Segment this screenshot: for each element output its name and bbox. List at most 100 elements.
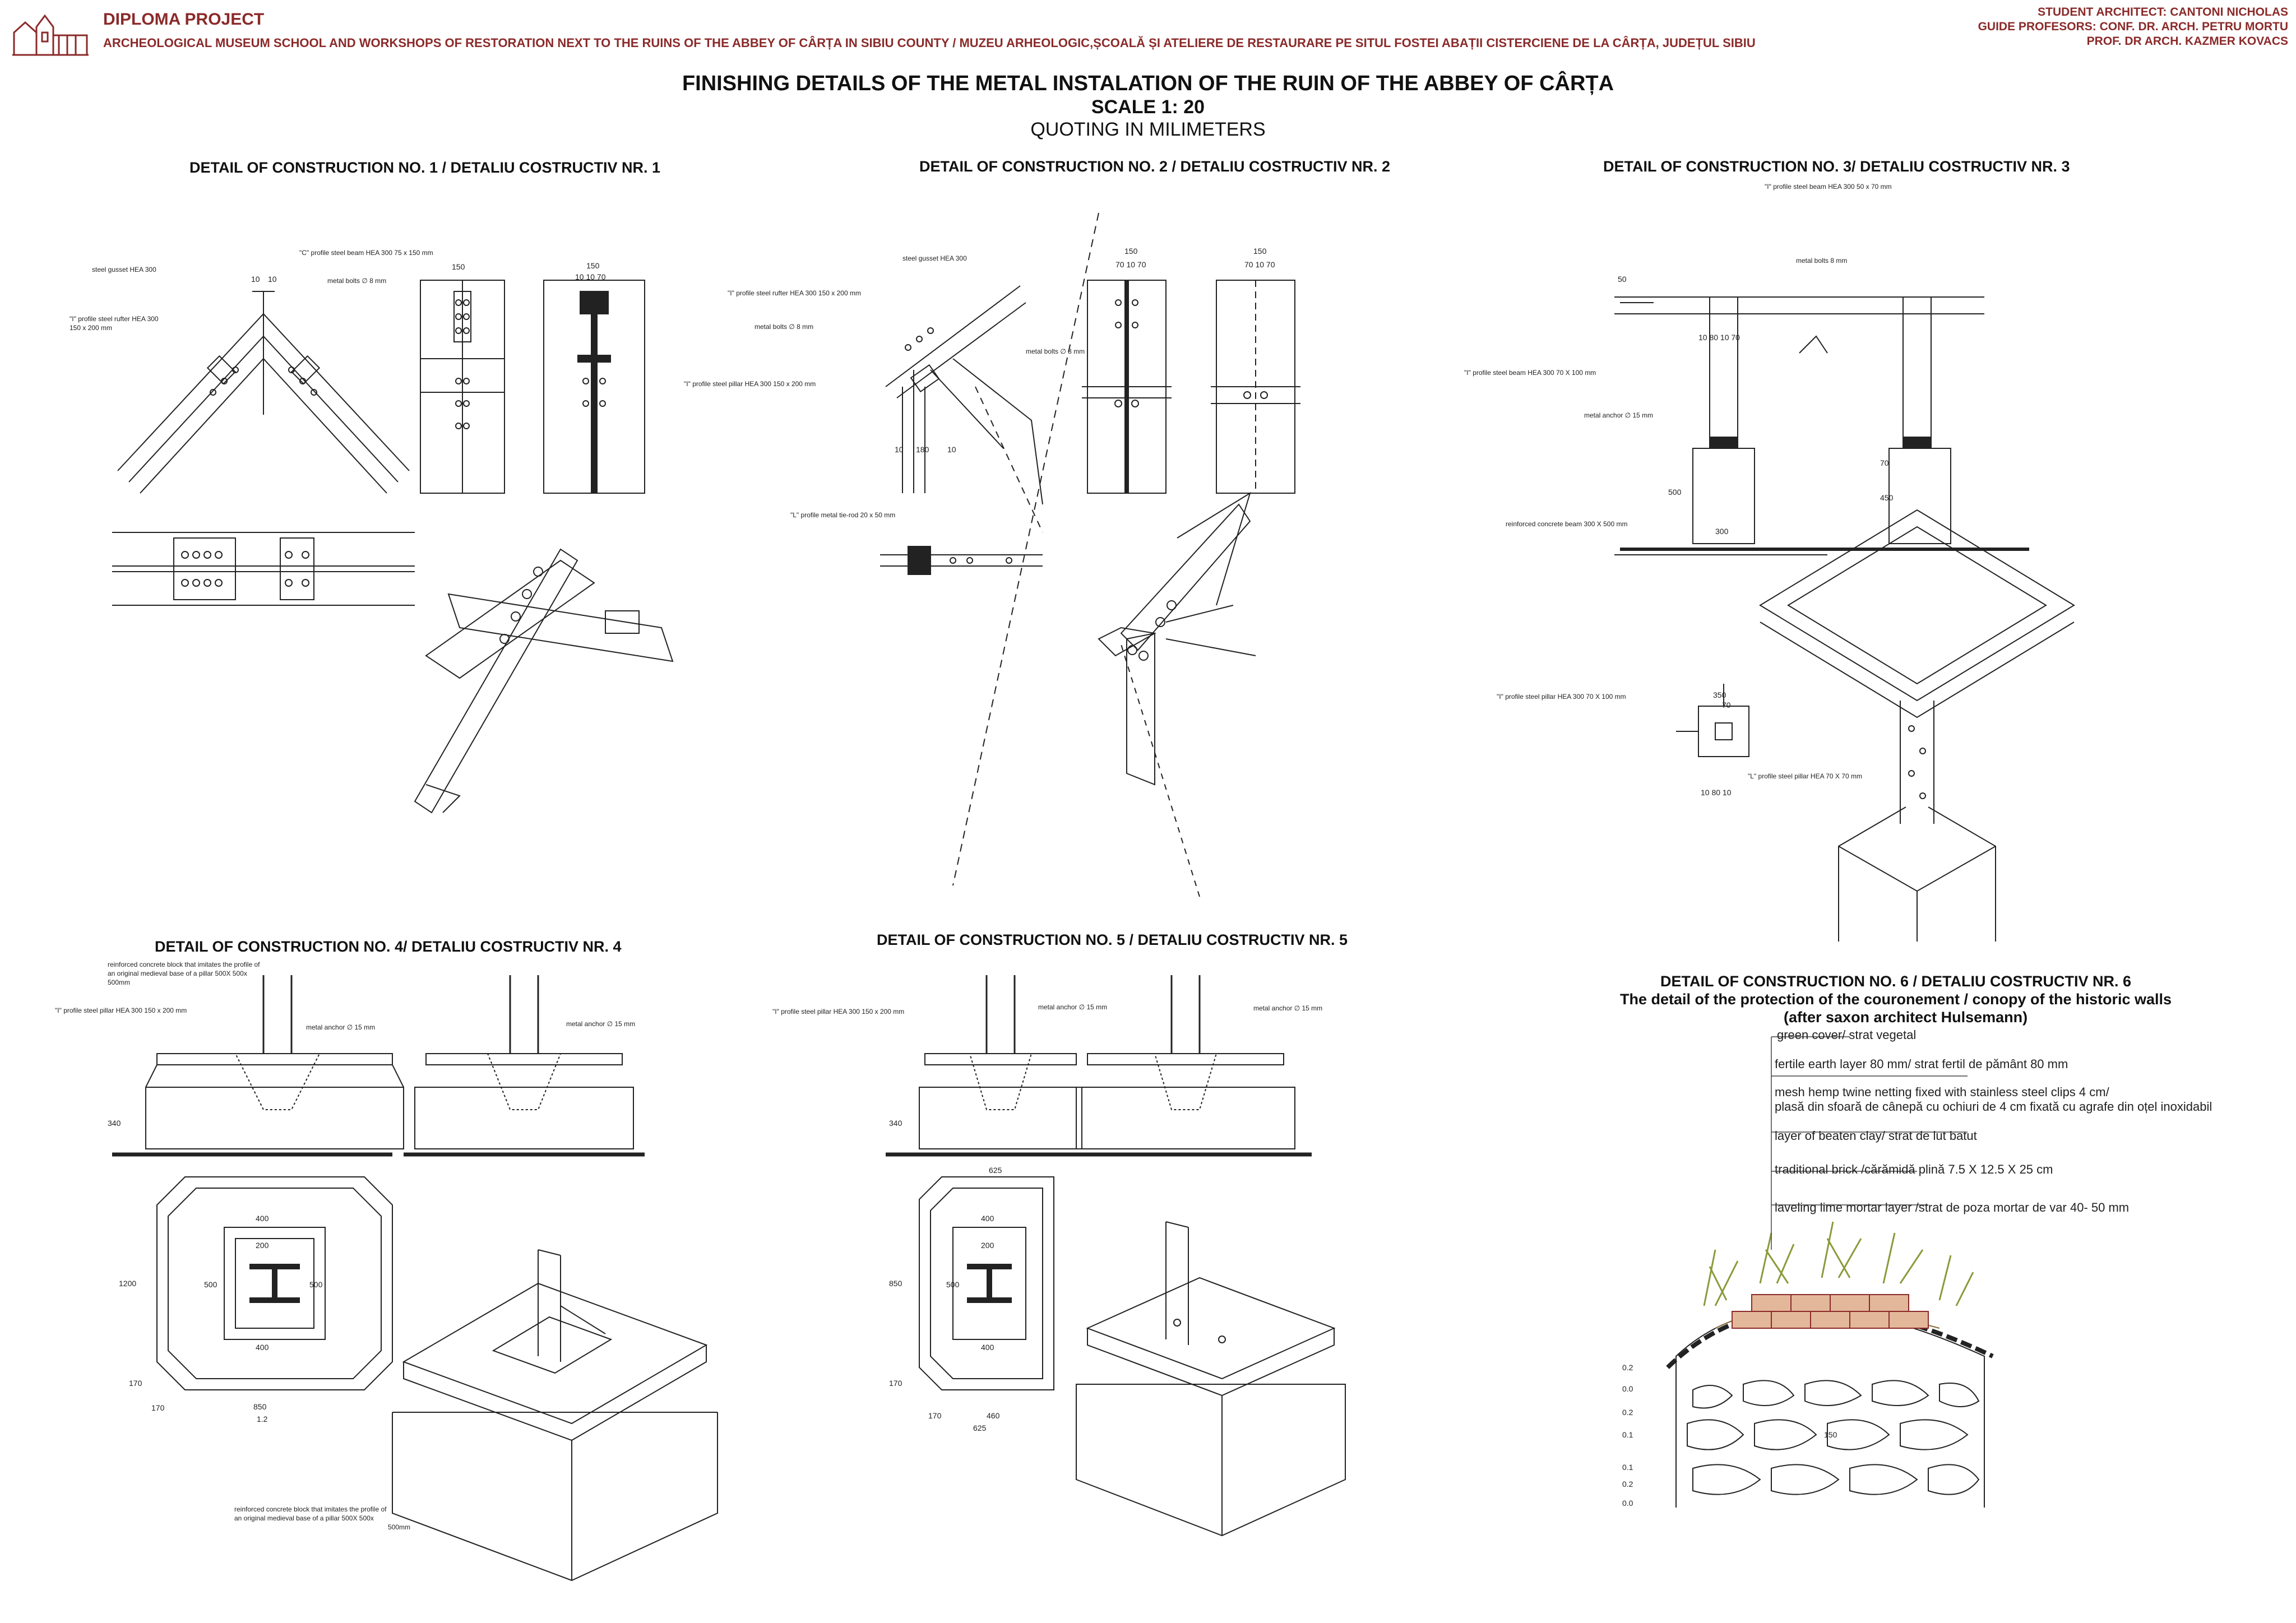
sheet-title: FINISHING DETAILS OF THE METAL INSTALATI… xyxy=(682,72,1614,95)
d4-dim-1: 400 xyxy=(256,1214,269,1223)
detail-1-elevation-a xyxy=(420,280,505,494)
d6-layer-mesh-ro: plasă din sfoară de cânepă cu ochiuri de… xyxy=(1775,1100,2212,1114)
d4-note-block-3: 500mm xyxy=(108,979,131,986)
detail-6-subtitle: The detail of the protection of the cour… xyxy=(1620,991,2172,1008)
detail-2-title: DETAIL OF CONSTRUCTION NO. 2 / DETALIU C… xyxy=(919,158,1391,175)
d2-note-gusset: steel gusset HEA 300 xyxy=(902,254,967,262)
detail-2-apex-drawing xyxy=(880,212,1099,886)
d4-note-bottom-3: 500mm xyxy=(388,1523,411,1531)
detail-1-elevation-b xyxy=(543,280,645,494)
d2-note-tie-rod: "L" profile metal tie-rod 20 x 50 mm xyxy=(790,511,896,519)
d3-dim-4: 300 xyxy=(1715,527,1729,536)
d2-dim-2: 70 10 70 xyxy=(1115,260,1146,269)
detail-3-section-a xyxy=(1614,296,1827,555)
d1-dim-2: 10 xyxy=(268,275,277,284)
d6-dim-1: 0.2 xyxy=(1622,1363,1633,1372)
d3-note-concrete-beam: reinforced concrete beam 300 X 500 mm xyxy=(1506,520,1628,528)
d2-dim-5: 10 xyxy=(895,445,904,454)
logo-icon xyxy=(12,14,89,56)
d5-dim-4: 500 xyxy=(946,1280,960,1289)
detail-5-title: DETAIL OF CONSTRUCTION NO. 5 / DETALIU C… xyxy=(877,931,1348,948)
d2-dim-7: 10 xyxy=(947,445,956,454)
d4-note-block-2: an original medieval base of a pillar 50… xyxy=(108,970,247,977)
d5-dim-3: 200 xyxy=(981,1241,994,1250)
d5-dim-5: 400 xyxy=(981,1343,994,1352)
detail-1-title: DETAIL OF CONSTRUCTION NO. 1 / DETALIU C… xyxy=(189,159,661,176)
detail-5-section-a xyxy=(886,975,1099,1157)
d6-layer-mortar: laveling lime mortar layer /strat de poz… xyxy=(1775,1200,2130,1214)
d4-dim-11: 170 xyxy=(129,1379,142,1388)
d2-dim-4: 70 10 70 xyxy=(1244,260,1275,269)
detail-2-axonometric xyxy=(1098,491,1256,897)
d5-dim-1: 625 xyxy=(989,1166,1002,1175)
d3-dim-9: 10 80 10 xyxy=(1701,788,1732,797)
d1-note-rufter: "I" profile steel rufter HEA 300 xyxy=(70,315,159,323)
d4-note-pillar: "I" profile steel pillar HEA 300 150 x 2… xyxy=(55,1007,187,1014)
detail-1-plan xyxy=(112,532,415,606)
d1-note-c-beam: "C" profile steel beam HEA 300 75 x 150 … xyxy=(299,249,433,257)
d6-dim-8: 150 xyxy=(1824,1430,1837,1439)
guide-professor-1: GUIDE PROFESORS: CONF. DR. ARCH. PETRU M… xyxy=(1978,20,2288,33)
detail-5-plan xyxy=(919,1176,1054,1390)
d4-dim-9: 1.2 xyxy=(257,1415,268,1423)
d6-layer-mesh: mesh hemp twine netting fixed with stain… xyxy=(1775,1085,2109,1099)
d5-dim-6: 850 xyxy=(889,1279,902,1288)
detail-4-section-a xyxy=(112,975,404,1157)
d3-note-beam: "I" profile steel beam HEA 300 70 X 100 … xyxy=(1464,369,1596,377)
detail-1-axonometric xyxy=(414,548,674,814)
d5-dim-10: 340 xyxy=(889,1119,902,1128)
d1-dim-5: 150 xyxy=(586,261,600,270)
project-subtitle: ARCHEOLOGICAL MUSEUM SCHOOL AND WORKSHOP… xyxy=(103,36,1756,50)
detail-5-section-b xyxy=(1076,975,1312,1157)
d2-note-pillar: "I" profile steel pillar HEA 300 150 x 2… xyxy=(684,380,816,388)
d1-note-gusset: steel gusset HEA 300 xyxy=(92,266,156,273)
d5-dim-8: 460 xyxy=(987,1411,1000,1420)
d4-note-block-1: reinforced concrete block that imitates … xyxy=(108,961,260,968)
d4-dim-3: 500 xyxy=(204,1280,217,1289)
detail-6-title: DETAIL OF CONSTRUCTION NO. 6 / DETALIU C… xyxy=(1660,973,2132,990)
d2-dim-3: 150 xyxy=(1253,247,1267,256)
sheet-units: QUOTING IN MILIMETERS xyxy=(1030,119,1266,140)
d6-layer-fertile-earth: fertile earth layer 80 mm/ strat fertil … xyxy=(1775,1057,2068,1071)
detail-4-axonometric xyxy=(392,1249,718,1582)
d1-dim-4: 10 10 70 xyxy=(575,272,606,281)
d5-note-anchor-a: metal anchor ∅ 15 mm xyxy=(1038,1003,1108,1011)
d5-note-anchor-b: metal anchor ∅ 15 mm xyxy=(1253,1004,1323,1012)
detail-5-axonometric xyxy=(1076,1221,1346,1537)
student-name: STUDENT ARCHITECT: CANTONI NICHOLAS xyxy=(2038,6,2288,18)
d4-note-bottom-1: reinforced concrete block that imitates … xyxy=(234,1505,387,1513)
d2-note-rufter: "I" profile steel rufter HEA 300 150 x 2… xyxy=(728,289,861,297)
d3-note-l-pillar: "L" profile steel pillar HEA 70 X 70 mm xyxy=(1748,772,1862,780)
d1-dim-1: 10 xyxy=(251,275,260,284)
d6-layer-clay: layer of beaten clay/ strat de lut batut xyxy=(1775,1129,1977,1143)
d3-dim-1: 50 xyxy=(1618,275,1627,284)
d4-dim-7: 850 xyxy=(253,1402,267,1411)
d4-dim-8: 170 xyxy=(151,1403,165,1412)
d3-dim-6: 70 xyxy=(1880,458,1889,467)
d3-note-bolts: metal bolts 8 mm xyxy=(1796,257,1848,265)
d4-note-anchor-a: metal anchor ∅ 15 mm xyxy=(306,1023,376,1031)
project-label: DIPLOMA PROJECT xyxy=(103,10,265,29)
d5-dim-2: 400 xyxy=(981,1214,994,1223)
d3-dim-3: 500 xyxy=(1668,488,1682,497)
d5-note-pillar: "I" profile steel pillar HEA 300 150 x 2… xyxy=(772,1008,905,1015)
detail-2-elevation-b xyxy=(1211,280,1300,494)
detail-3-plan-node xyxy=(1676,684,1749,757)
detail-2-elevation-a xyxy=(1082,280,1172,494)
detail-6-brick-layer xyxy=(1732,1294,1929,1329)
detail-4-title: DETAIL OF CONSTRUCTION NO. 4/ DETALIU CO… xyxy=(155,938,622,955)
d6-dim-2: 0.0 xyxy=(1622,1384,1633,1393)
detail-6-wall-section xyxy=(1666,1306,1994,1508)
d5-dim-11: 170 xyxy=(889,1379,902,1388)
detail-6-leader-lines xyxy=(1771,1036,1968,1250)
detail-4-plan xyxy=(156,1176,393,1390)
d3-dim-2: 10 80 10 70 xyxy=(1698,333,1740,342)
d4-note-bottom-2: an original medieval base of a pillar 50… xyxy=(234,1514,374,1522)
d2-dim-6: 180 xyxy=(916,445,929,454)
d4-dim-5: 400 xyxy=(256,1343,269,1352)
d6-dim-5: 0.1 xyxy=(1622,1463,1633,1472)
detail-6-subtitle-2: (after saxon architect Hulsemann) xyxy=(1784,1009,2028,1026)
detail-3-title: DETAIL OF CONSTRUCTION NO. 3/ DETALIU CO… xyxy=(1603,158,2070,175)
d6-dim-7: 0.0 xyxy=(1622,1499,1633,1508)
